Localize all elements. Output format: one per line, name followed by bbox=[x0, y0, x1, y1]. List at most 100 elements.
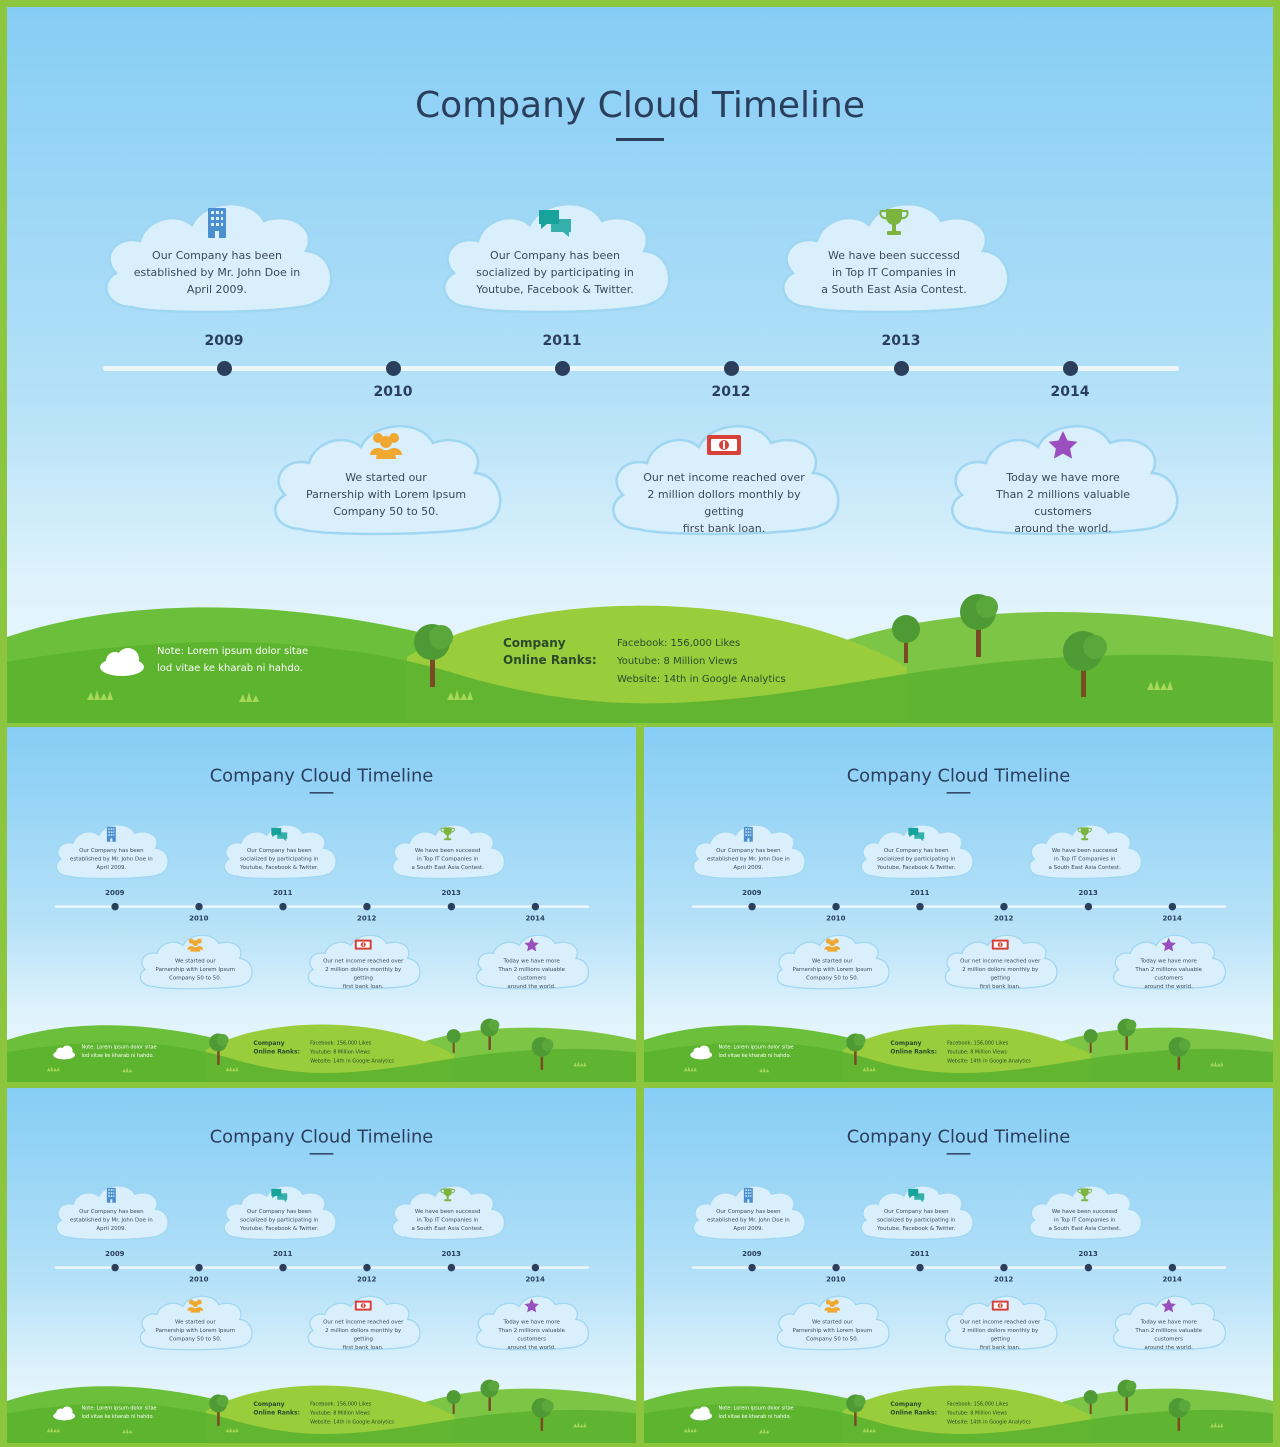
tree-icon bbox=[1117, 1018, 1137, 1050]
people-icon bbox=[822, 937, 842, 953]
tree-icon bbox=[446, 1029, 461, 1053]
hills-landscape bbox=[644, 1379, 1273, 1443]
timeline-dot bbox=[916, 902, 924, 911]
timeline-dot bbox=[1000, 1263, 1008, 1272]
trophy-icon bbox=[438, 1187, 458, 1203]
page-title: Company Cloud Timeline bbox=[846, 765, 1071, 787]
timeline-dot bbox=[1063, 361, 1078, 376]
timeline-dot bbox=[1168, 1263, 1177, 1272]
timeline-dot bbox=[217, 361, 232, 376]
rank-youtube: Youtube: 8 Million Views bbox=[947, 1049, 1007, 1055]
ranks-label: Company Online Ranks: bbox=[503, 636, 597, 667]
tree-icon bbox=[846, 1033, 866, 1065]
people-icon bbox=[185, 1298, 205, 1314]
timeline-year: 2010 bbox=[189, 1275, 209, 1284]
tree-icon bbox=[480, 1379, 500, 1411]
timeline-year: 2010 bbox=[826, 914, 846, 923]
timeline-year: 2012 bbox=[711, 384, 751, 400]
timeline-dot bbox=[386, 361, 401, 376]
footer-note: Note: Lorem ipsum dolor sitae lod vitae … bbox=[718, 1044, 794, 1059]
small-cloud-icon bbox=[690, 1045, 713, 1060]
building-icon bbox=[738, 1187, 758, 1203]
tree-icon bbox=[446, 1390, 461, 1414]
rank-youtube: Youtube: 8 Million Views bbox=[310, 1049, 370, 1055]
timeline-dot bbox=[111, 1263, 119, 1272]
page-title: Company Cloud Timeline bbox=[846, 1126, 1071, 1148]
timeline-year: 2011 bbox=[273, 1249, 293, 1258]
timeline-dot bbox=[279, 902, 287, 911]
hills-landscape bbox=[7, 1379, 636, 1443]
small-cloud-icon bbox=[690, 1406, 713, 1421]
rank-website: Website: 14th in Google Analytics bbox=[947, 1419, 1031, 1425]
chat-icon bbox=[906, 826, 926, 842]
rank-facebook: Facebook: 156,000 Likes bbox=[310, 1040, 372, 1046]
timeline-year: 2011 bbox=[910, 888, 930, 897]
slide-content: Company Cloud Timeline 2009 Our Company h… bbox=[644, 727, 1273, 1082]
chat-icon bbox=[906, 1187, 926, 1203]
timeline-dot bbox=[531, 1263, 540, 1272]
rank-youtube: Youtube: 8 Million Views bbox=[310, 1410, 370, 1416]
ranks-label: Company Online Ranks: bbox=[253, 1400, 300, 1416]
timeline-year: 2012 bbox=[994, 914, 1014, 923]
star-icon bbox=[1159, 937, 1179, 953]
rank-facebook: Facebook: 156,000 Likes bbox=[310, 1401, 372, 1407]
timeline-axis bbox=[691, 905, 1227, 908]
people-icon bbox=[366, 429, 406, 461]
trophy-icon bbox=[1075, 1187, 1095, 1203]
trophy-icon bbox=[1075, 826, 1095, 842]
timeline-year: 2009 bbox=[105, 888, 125, 897]
timeline-year: 2013 bbox=[441, 1249, 461, 1258]
timeline-dot bbox=[531, 902, 540, 911]
timeline-dot bbox=[724, 361, 739, 376]
hills-landscape bbox=[644, 1018, 1273, 1082]
tree-icon bbox=[531, 1037, 554, 1070]
timeline-year: 2013 bbox=[441, 888, 461, 897]
rank-youtube: Youtube: 8 Million Views bbox=[947, 1410, 1007, 1416]
ranks-list: Facebook: 156,000 Likes Youtube: 8 Milli… bbox=[617, 635, 817, 689]
ranks-list: Facebook: 156,000 Likes Youtube: 8 Milli… bbox=[310, 1400, 409, 1427]
rank-website: Website: 14th in Google Analytics bbox=[310, 1419, 394, 1425]
tree-icon bbox=[480, 1018, 500, 1050]
rank-facebook: Facebook: 156,000 Likes bbox=[617, 638, 741, 649]
page-title: Company Cloud Timeline bbox=[209, 765, 434, 787]
money-icon bbox=[353, 937, 373, 953]
timeline-dot bbox=[1084, 1263, 1093, 1272]
timeline-year: 2011 bbox=[542, 333, 582, 349]
timeline-axis bbox=[54, 1266, 590, 1269]
timeline-year: 2010 bbox=[189, 914, 209, 923]
timeline-dot bbox=[111, 902, 119, 911]
timeline-dot bbox=[748, 1263, 756, 1272]
timeline-year: 2009 bbox=[742, 888, 762, 897]
timeline-year: 2013 bbox=[1078, 888, 1098, 897]
footer-note: Note: Lorem ipsum dolor sitae lod vitae … bbox=[157, 646, 309, 674]
rank-youtube: Youtube: 8 Million Views bbox=[617, 656, 738, 667]
hills-landscape bbox=[7, 594, 1273, 723]
building-icon bbox=[101, 1187, 121, 1203]
timeline-dot bbox=[279, 1263, 287, 1272]
timeline-year: 2011 bbox=[910, 1249, 930, 1258]
tree-icon bbox=[1117, 1379, 1137, 1411]
building-icon bbox=[738, 826, 758, 842]
